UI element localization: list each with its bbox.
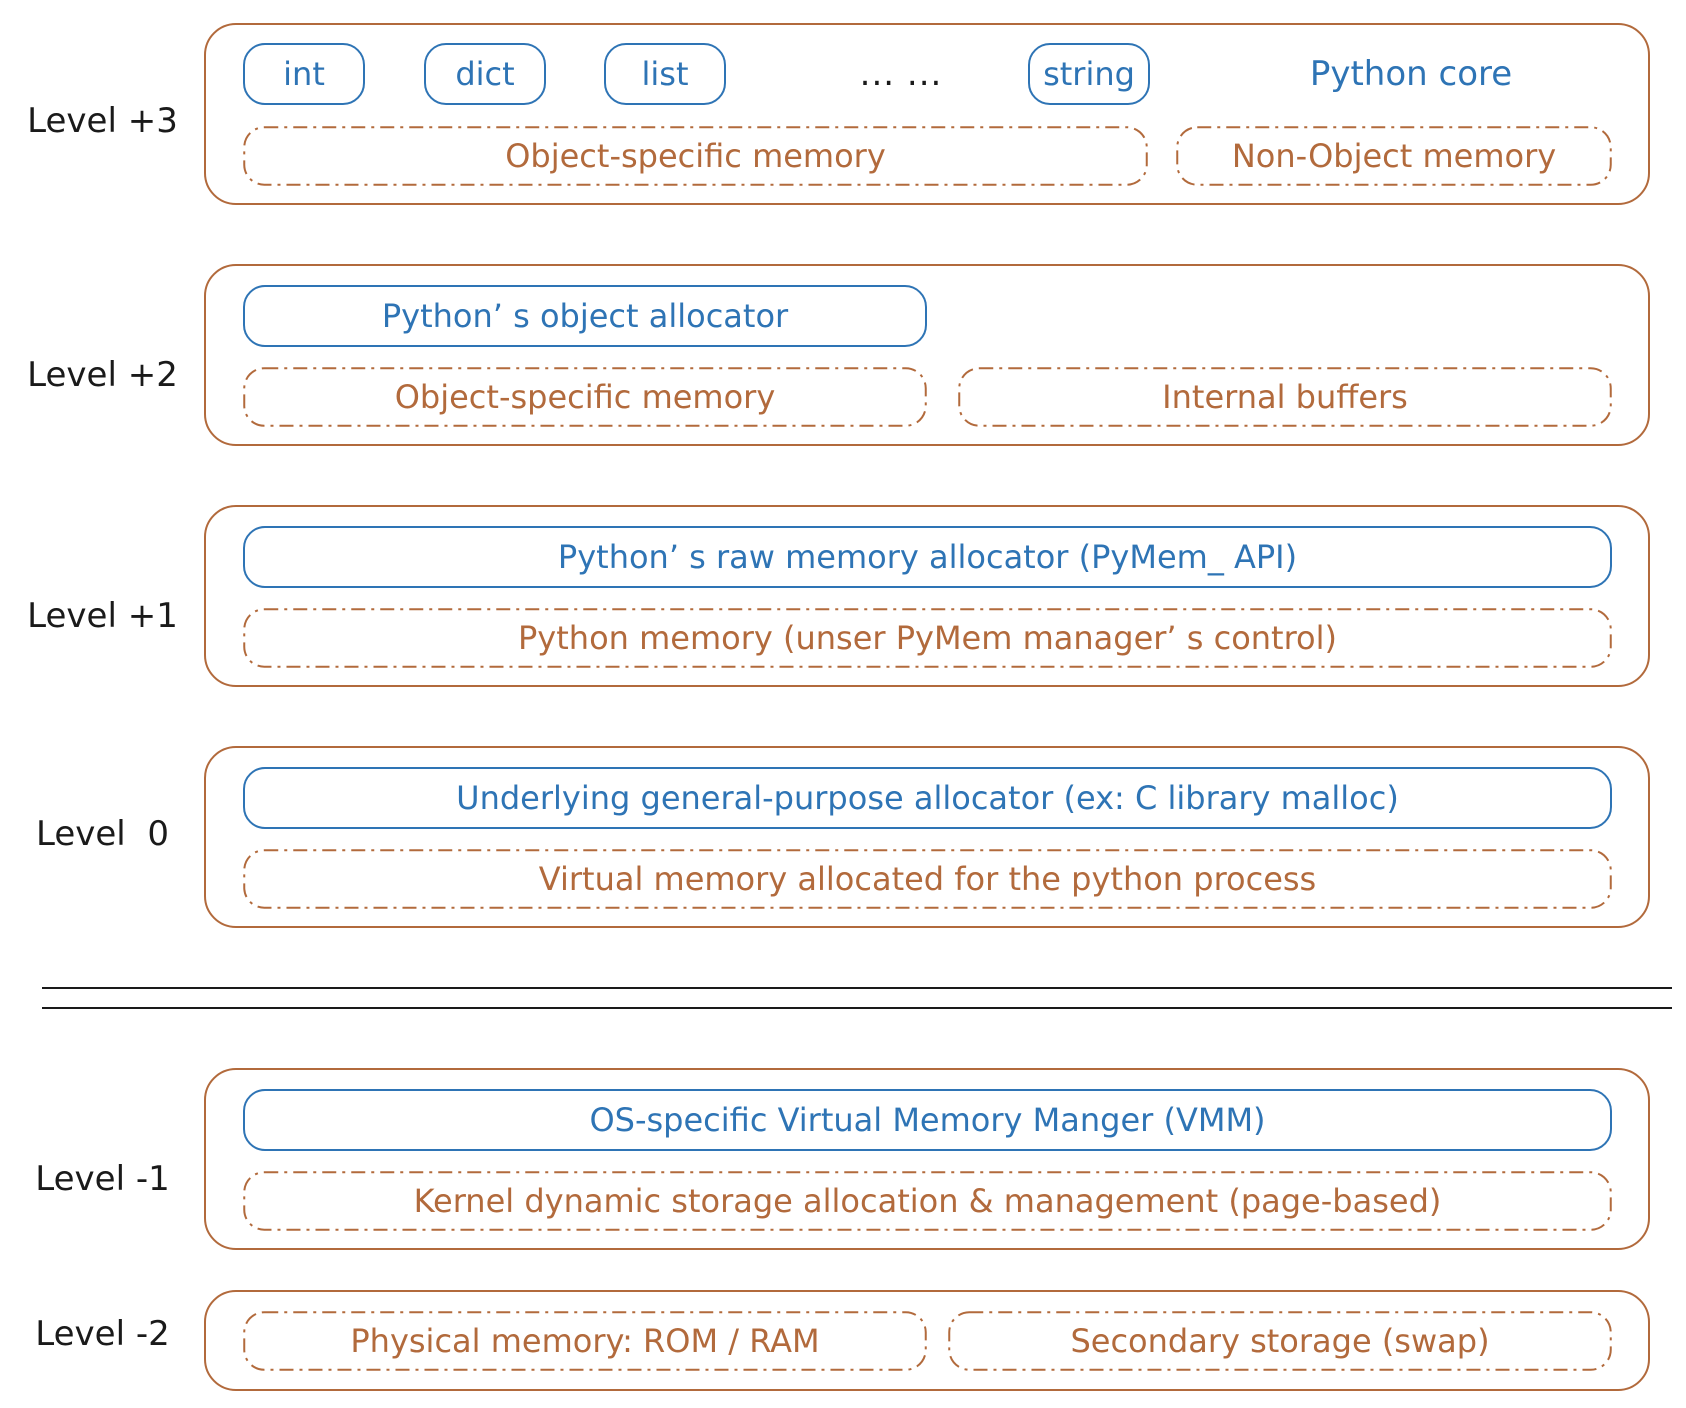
- dash-dot-border: [1176, 126, 1612, 186]
- kernel-storage-allocation: Kernel dynamic storage allocation & mana…: [243, 1171, 1612, 1231]
- dash-dot-border-rect: [243, 126, 1148, 186]
- virtual-memory-text: Virtual memory allocated for the python …: [538, 860, 1317, 898]
- dash-dot-border-rect: [243, 849, 1612, 909]
- object-specific-memory-l2-text: Object-specific memory: [394, 378, 776, 416]
- dash-dot-border: [243, 608, 1612, 668]
- kernel-storage-allocation-text: Kernel dynamic storage allocation & mana…: [413, 1182, 1442, 1220]
- python-memory: Python memory (unser PyMem manager’ s co…: [243, 608, 1612, 668]
- dash-dot-border: [243, 849, 1612, 909]
- object-specific-memory-l3-text: Object-specific memory: [505, 137, 886, 175]
- dash-dot-border: [243, 1311, 927, 1371]
- level-minus-1-layer: OS-specific Virtual Memory Manger (VMM) …: [204, 1068, 1650, 1250]
- level-plus-3-label: Level +3: [27, 101, 178, 141]
- virtual-memory: Virtual memory allocated for the python …: [243, 849, 1612, 909]
- level-plus-3-layer: int dict list ... ... string Python core…: [204, 23, 1650, 205]
- vmm-box: OS-specific Virtual Memory Manger (VMM): [243, 1089, 1612, 1151]
- separator-line-bottom: [42, 1007, 1672, 1009]
- dash-dot-border-rect: [948, 1311, 1612, 1371]
- dash-dot-border: [948, 1311, 1612, 1371]
- object-specific-memory-l2: Object-specific memory: [243, 367, 927, 427]
- internal-buffers-text: Internal buffers: [1162, 378, 1408, 416]
- non-object-memory: Non-Object memory: [1176, 126, 1612, 186]
- dash-dot-border-rect: [958, 367, 1612, 427]
- dash-dot-border-rect: [243, 367, 927, 427]
- general-purpose-allocator-box: Underlying general-purpose allocator (ex…: [243, 767, 1612, 829]
- level-0-layer: Underlying general-purpose allocator (ex…: [204, 746, 1650, 928]
- physical-memory-text: Physical memory: ROM / RAM: [350, 1322, 820, 1360]
- dash-dot-border: [958, 367, 1612, 427]
- string-type-box: string: [1028, 43, 1150, 105]
- secondary-storage-text: Secondary storage (swap): [1070, 1322, 1490, 1360]
- secondary-storage: Secondary storage (swap): [948, 1311, 1612, 1371]
- dash-dot-border: [243, 1171, 1612, 1231]
- level-plus-1-label: Level +1: [27, 596, 178, 636]
- python-memory-text: Python memory (unser PyMem manager’ s co…: [518, 619, 1337, 657]
- level-plus-2-label: Level +2: [27, 355, 178, 395]
- object-specific-memory-l3: Object-specific memory: [243, 126, 1148, 186]
- dash-dot-border: [243, 367, 927, 427]
- non-object-memory-text: Non-Object memory: [1231, 137, 1557, 175]
- dash-dot-border-rect: [1176, 126, 1612, 186]
- level-minus-2-label: Level -2: [35, 1314, 170, 1354]
- physical-memory: Physical memory: ROM / RAM: [243, 1311, 927, 1371]
- more-types-ellipsis: ... ...: [859, 54, 943, 94]
- list-type-box: list: [604, 43, 726, 105]
- level-plus-2-layer: Python’ s object allocator Object-specif…: [204, 264, 1650, 446]
- python-core-label: Python core: [1309, 54, 1513, 94]
- dict-type-box: dict: [424, 43, 546, 105]
- internal-buffers: Internal buffers: [958, 367, 1612, 427]
- dash-dot-border-rect: [243, 1171, 1612, 1231]
- raw-memory-allocator-box: Python’ s raw memory allocator (PyMem_ A…: [243, 526, 1612, 588]
- level-minus-2-layer: Physical memory: ROM / RAM Secondary sto…: [204, 1290, 1650, 1391]
- separator-line-top: [42, 987, 1672, 989]
- level-0-label: Level 0: [36, 814, 169, 854]
- level-plus-1-layer: Python’ s raw memory allocator (PyMem_ A…: [204, 505, 1650, 687]
- object-allocator-box: Python’ s object allocator: [243, 285, 927, 347]
- dash-dot-border-rect: [243, 608, 1612, 668]
- dash-dot-border: [243, 126, 1148, 186]
- int-type-box: int: [243, 43, 365, 105]
- level-minus-1-label: Level -1: [35, 1159, 170, 1199]
- dash-dot-border-rect: [243, 1311, 927, 1371]
